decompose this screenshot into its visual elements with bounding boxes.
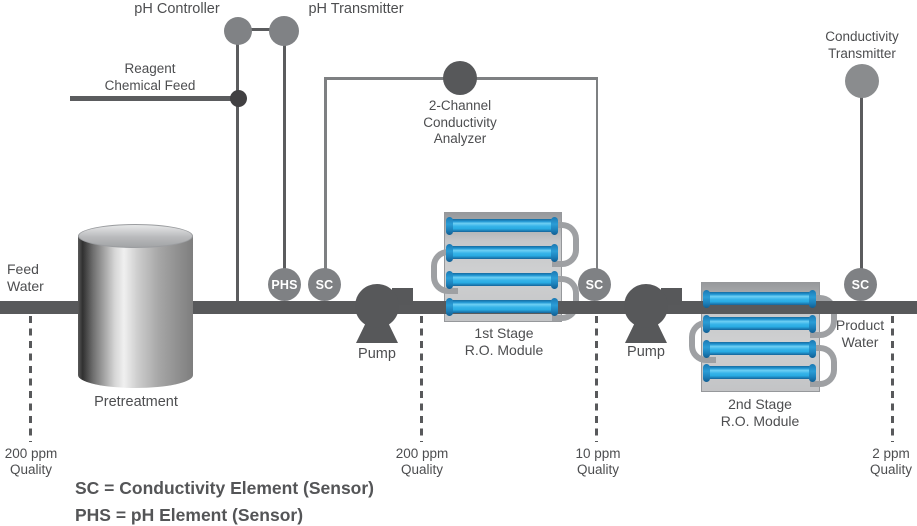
analyzer-right-stem [595, 78, 598, 270]
sc-sensor-label-3: SC [851, 277, 870, 292]
module2-ubend-left [689, 320, 716, 363]
reagent-injection-dot [230, 90, 247, 107]
phs-sensor-circle: PHS [268, 268, 301, 301]
module2-tube-4 [703, 363, 816, 382]
pretreatment-tank-top [78, 224, 193, 248]
module2-ubend-right-2 [810, 345, 837, 387]
quality-marker-2: 200 ppm Quality [395, 446, 449, 477]
quality-dash-1 [29, 316, 32, 442]
module1-label: 1st Stage R.O. Module [464, 325, 544, 358]
ph-controller-label: pH Controller [134, 1, 220, 17]
ph-transmitter-label: pH Transmitter [308, 1, 404, 17]
module1-ubend-right-1 [552, 222, 579, 267]
module2-tube-1 [703, 289, 816, 308]
sc-sensor-label-1: SC [315, 277, 334, 292]
pump1-label: Pump [358, 346, 396, 362]
quality-dash-3 [595, 316, 598, 442]
module2-label: 2nd Stage R.O. Module [720, 396, 800, 429]
quality-dash-4 [891, 316, 894, 442]
ph-circles-connector [248, 28, 272, 31]
sc-sensor-circle-2: SC [578, 268, 611, 301]
product-water-label: Product Water [835, 317, 885, 350]
ph-transmitter-circle [269, 16, 299, 46]
cond-transmitter-stem [859, 80, 863, 270]
pump2-base [625, 324, 667, 343]
module1-tube-1 [446, 216, 558, 235]
conductivity-transmitter-label: Conductivity Transmitter [825, 29, 899, 61]
sc-sensor-circle-3: SC [844, 268, 877, 301]
phs-sensor-label: PHS [271, 277, 298, 292]
module2-ubend-right-1 [810, 295, 837, 338]
conductivity-transmitter-circle [845, 64, 879, 98]
module2-tube-3 [703, 339, 816, 358]
legend-sc-line: SC = Conductivity Element (Sensor) [75, 478, 375, 498]
quality-dash-2 [420, 316, 423, 442]
pump2-label: Pump [627, 344, 665, 360]
quality-marker-4: 2 ppm Quality [869, 446, 913, 477]
conductivity-analyzer-circle [443, 61, 477, 95]
module1-tube-3 [446, 270, 558, 289]
module1-ubend-right-2 [552, 276, 579, 321]
reagent-feed-line [70, 96, 240, 101]
module2-tube-2 [703, 314, 816, 333]
pretreatment-label: Pretreatment [94, 394, 178, 410]
sc-sensor-circle-1: SC [308, 268, 341, 301]
module1-tube-4 [446, 297, 558, 316]
module1-ubend-left [431, 249, 458, 294]
analyzer-left-stem [324, 78, 327, 270]
ph-controller-circle [224, 17, 252, 45]
pretreatment-tank-body [78, 236, 193, 388]
sc-sensor-label-2: SC [585, 277, 604, 292]
module1-tube-2 [446, 243, 558, 262]
legend-phs-line: PHS = pH Element (Sensor) [75, 505, 304, 525]
ph-controller-stem [236, 31, 239, 303]
feed-water-label: Feed Water [7, 261, 44, 294]
pump2-body [624, 284, 668, 328]
quality-marker-1: 200 ppm Quality [4, 446, 58, 477]
conductivity-analyzer-label: 2-Channel Conductivity Analyzer [423, 98, 497, 146]
ph-transmitter-stem [283, 31, 286, 269]
product-pipe-segment [816, 301, 917, 314]
pump1-base [356, 324, 398, 343]
legend: SC = Conductivity Element (Sensor) PHS =… [75, 475, 374, 526]
pump1-body [355, 284, 399, 328]
quality-marker-3: 10 ppm Quality [575, 446, 621, 477]
reagent-feed-label: Reagent Chemical Feed [104, 61, 196, 93]
